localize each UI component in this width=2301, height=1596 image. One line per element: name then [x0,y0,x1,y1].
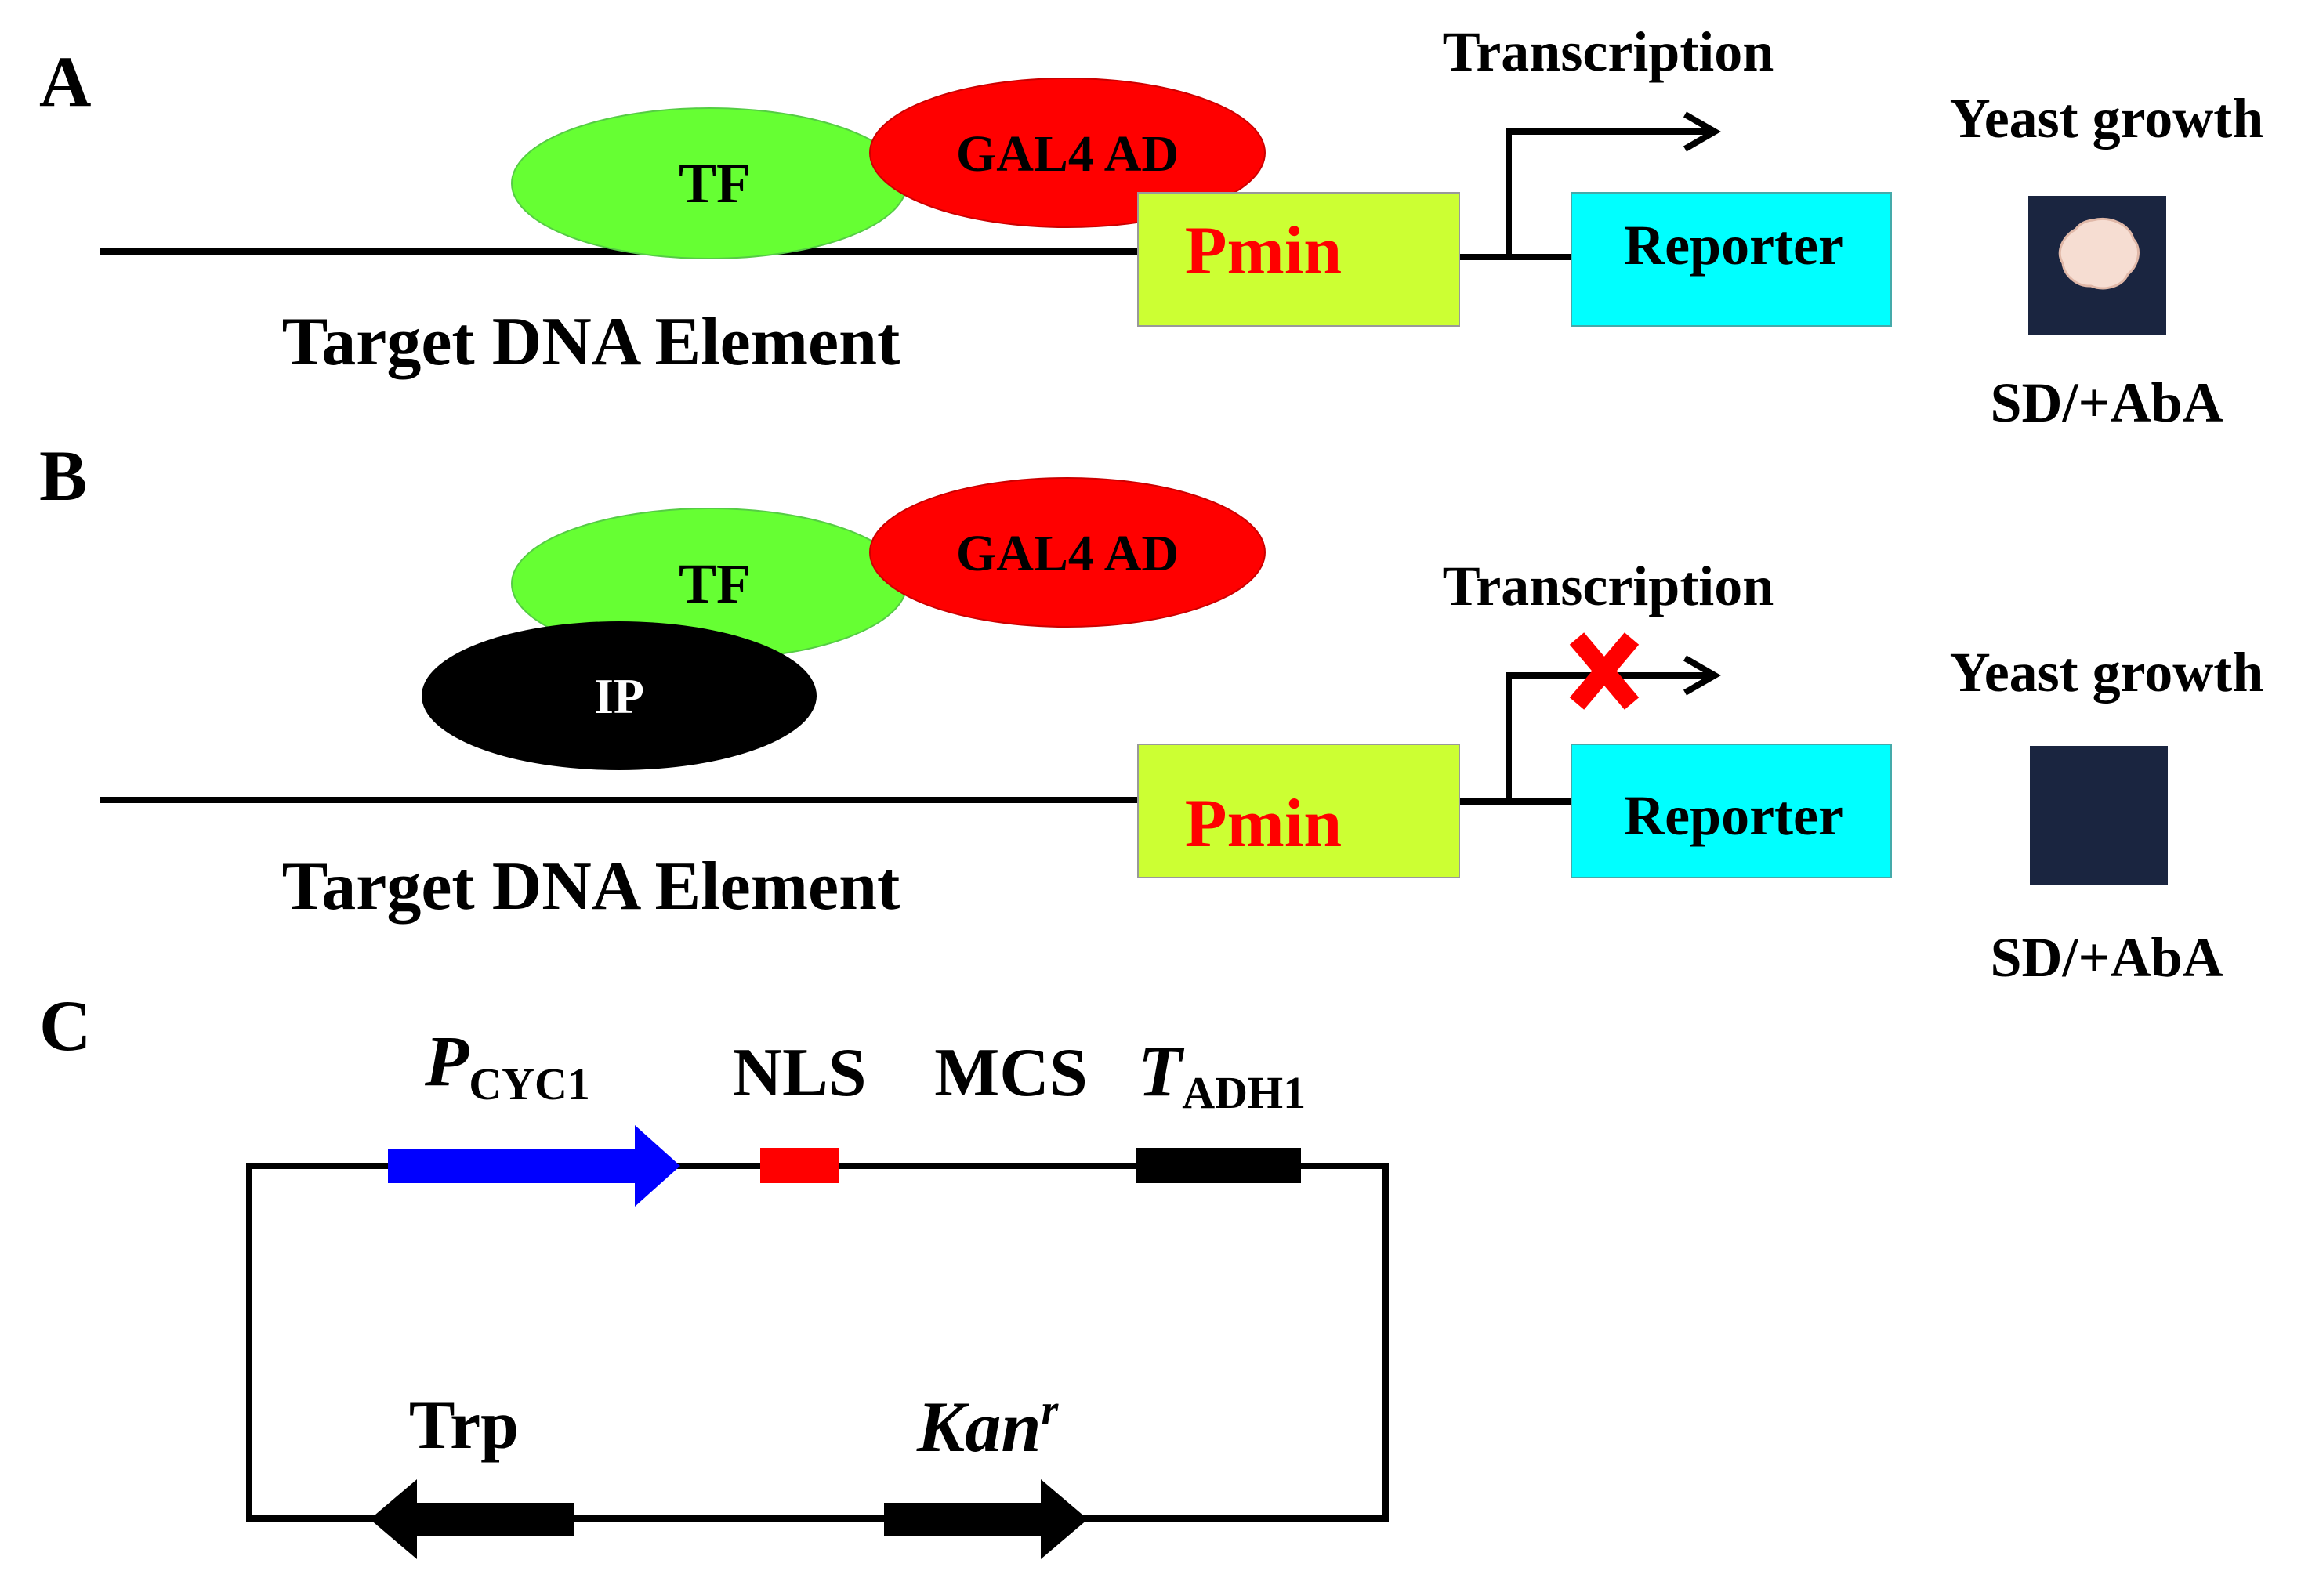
panel-b-gal4-ellipse [869,477,1266,628]
panel-b-blocked-cross-icon [1569,632,1640,710]
kan-label: Kanr [916,1386,1060,1467]
panel-b-letter: B [39,436,87,516]
kan-arrow [884,1479,1088,1559]
panel-b-pmin-box [1137,744,1460,878]
panel-b-medium-label: SD/+AbA [1990,926,2223,989]
nls-label: NLS [732,1035,866,1111]
panel-b-transcription-arrow [1506,672,1709,802]
trp-label: Trp [409,1388,519,1464]
panel-b-ip-label: IP [594,668,644,724]
panel-b-reporter-box [1571,744,1892,878]
nls-box [760,1148,839,1183]
panel-a-yeast-colony [2058,218,2140,290]
panel-b-yeast-growth-label: Yeast growth [1950,641,2264,704]
panel-a-target-label: Target DNA Element [282,304,900,380]
mcs-label: MCS [934,1035,1088,1111]
panel-a-pmin-box [1137,192,1460,327]
panel-a-reporter-box [1571,192,1892,327]
pcyc1-arrow [388,1125,680,1207]
pcyc1-label-sub: CYC1 [469,1059,590,1109]
panel-a-reporter-label: Reporter [1624,214,1843,277]
panel-b-gal4-label: GAL4 AD [956,525,1179,582]
panel-c: C PCYC1 NLS MCS TADH1 Trp Kanr [39,986,1389,1559]
panel-b-pmin-label: Pmin [1185,786,1342,862]
panel-a-tf-label: TF [679,152,751,215]
tadh1-label-main: T [1138,1031,1185,1111]
panel-b-yeast-plate [2030,746,2168,885]
pcyc1-label: PCYC1 [424,1021,590,1109]
panel-a-arrow-head [1683,111,1721,152]
tadh1-label: TADH1 [1138,1031,1306,1118]
panel-b-ip-ellipse [422,621,817,770]
panel-b-target-label: Target DNA Element [282,849,900,925]
panel-b-tf-label: TF [679,552,751,615]
panel-a-pmin-label: Pmin [1185,213,1342,289]
panel-a-gal4-label: GAL4 AD [956,125,1179,183]
kan-label-sup: r [1042,1386,1060,1435]
panel-c-letter: C [39,986,91,1066]
panel-b: B TF GAL4 AD IP Pmin Reporter Transcript… [39,436,2263,989]
kan-label-main: Kan [916,1387,1042,1467]
tadh1-label-sub: ADH1 [1182,1067,1306,1118]
panel-a-transcription-label: Transcription [1443,20,1774,83]
panel-b-arrow-head [1683,655,1721,696]
plasmid-outline [246,1163,1389,1522]
panel-b-transcription-label: Transcription [1443,555,1774,617]
trp-arrow [370,1479,574,1559]
panel-a-transcription-arrow [1506,128,1709,257]
panel-a: A TF GAL4 AD Pmin Reporter Transcription… [39,20,2263,434]
pcyc1-label-main: P [424,1021,469,1101]
panel-a-letter: A [39,42,91,121]
panel-a-yeast-growth-label: Yeast growth [1950,87,2264,150]
panel-b-reporter-label: Reporter [1624,784,1843,847]
tadh1-box [1136,1148,1301,1183]
panel-a-gal4-ellipse [869,78,1266,228]
panel-a-medium-label: SD/+AbA [1990,371,2223,434]
